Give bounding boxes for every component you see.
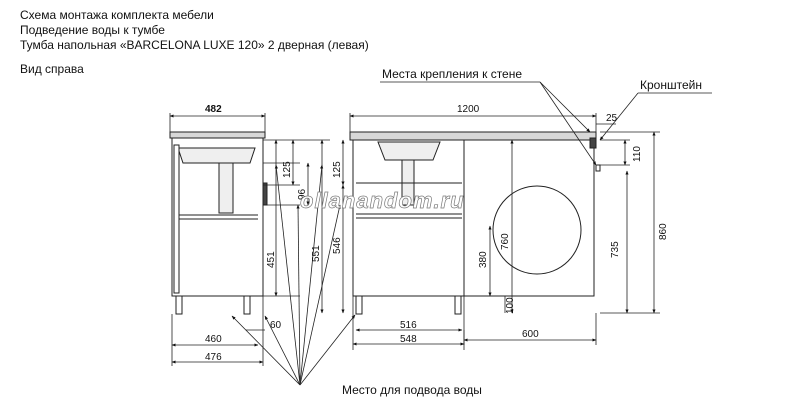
leg-front-side — [175, 295, 183, 315]
leader-water-6 — [299, 204, 341, 386]
dim-60: 60 — [270, 320, 282, 331]
leader-water-2 — [264, 315, 301, 386]
wall-mount-side — [262, 182, 268, 206]
drain-pipe-side — [218, 162, 234, 214]
dim-548: 548 — [400, 334, 417, 345]
label-water-supply: Место для подвода воды — [342, 383, 482, 397]
leader-water-4 — [296, 204, 301, 386]
dim-551: 551 — [311, 245, 322, 262]
watermark-logo: ollanandom.ru — [300, 188, 465, 213]
dim-546: 546 — [332, 237, 343, 254]
dim-25: 25 — [606, 113, 618, 124]
leader-lines — [231, 81, 712, 386]
leader-water-5 — [299, 164, 324, 386]
dim-460: 460 — [205, 334, 222, 345]
washing-machine-drum — [492, 185, 582, 275]
leader-wall-mounts-2 — [539, 81, 597, 166]
dim-482: 482 — [205, 104, 222, 115]
header-line-3: Тумба напольная «BARCELONA LUXE 120» 2 д… — [20, 38, 369, 52]
dim-100: 100 — [505, 297, 516, 314]
side-view-cabinet — [169, 131, 268, 315]
dim-860: 860 — [658, 223, 669, 240]
leg-right-front — [454, 295, 462, 315]
view-label: Вид справа — [20, 62, 84, 76]
dim-476: 476 — [205, 352, 222, 363]
leader-bracket — [599, 92, 639, 141]
dim-1200: 1200 — [457, 104, 480, 115]
cabinet-body-side — [171, 137, 264, 297]
dim-110: 110 — [632, 146, 643, 162]
header-block: Схема монтажа комплекта мебели Подведени… — [20, 8, 369, 53]
dim-516: 516 — [400, 320, 417, 331]
sink-basin-side — [177, 147, 256, 164]
dim-125a: 125 — [282, 161, 293, 178]
dim-451: 451 — [266, 251, 277, 268]
leader-water-1 — [231, 315, 301, 386]
dimension-lines — [169, 113, 660, 366]
leader-wall-mounts-1 — [539, 81, 591, 133]
dim-125b: 125 — [332, 161, 343, 178]
dim-600: 600 — [522, 329, 539, 340]
countertop-side — [169, 131, 266, 139]
sink-basin-front — [377, 141, 441, 161]
bracket-mount-lower — [595, 164, 601, 172]
dim-760: 760 — [500, 233, 511, 250]
leg-back-side — [243, 295, 251, 315]
header-line-1: Схема монтажа комплекта мебели — [20, 8, 214, 22]
dim-380: 380 — [478, 251, 489, 268]
header-line-2: Подведение воды к тумбе — [20, 23, 165, 37]
label-bracket: Кронштейн — [640, 78, 702, 92]
leader-water-7 — [299, 314, 356, 386]
label-wall-mounts: Места крепления к стене — [382, 67, 522, 81]
leader-water-3 — [274, 164, 301, 386]
countertop-front — [349, 131, 597, 141]
leg-left-front — [355, 295, 363, 315]
dim-96: 96 — [297, 188, 308, 200]
door-panel-side — [173, 144, 180, 294]
front-view-cabinet — [349, 131, 601, 315]
bracket-mount — [589, 137, 597, 149]
dim-735: 735 — [610, 241, 621, 258]
